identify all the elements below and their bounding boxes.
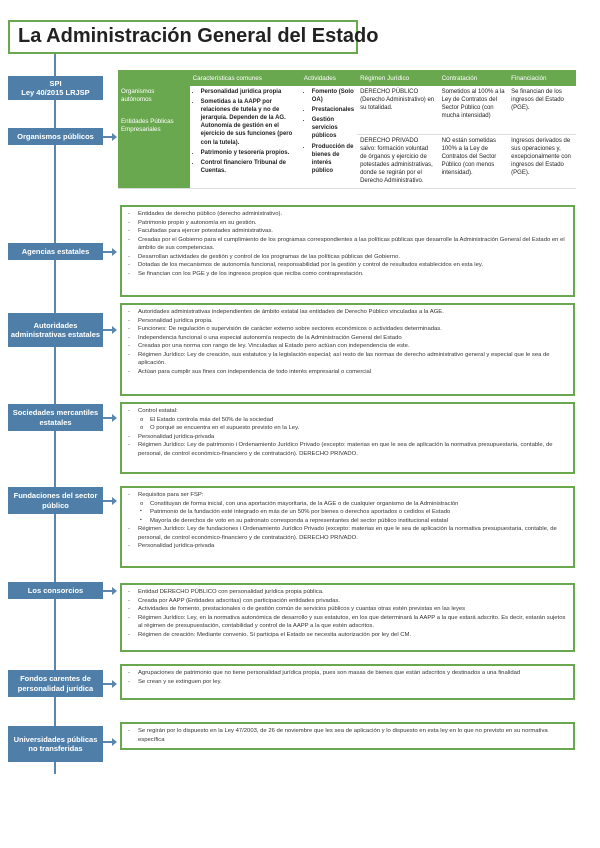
list-subitem: Patrimonio de la fundación esté integrad… <box>128 508 568 517</box>
list-item: Se crean y se extinguen por ley. <box>128 678 568 687</box>
cell-regimen-oa: DERECHO PÚBLICO (Derecho Administrativo)… <box>357 86 439 135</box>
list-item: Personalidad jurídica-privada <box>128 433 568 442</box>
header-regimen: Régimen Jurídico <box>357 70 439 86</box>
arrow-organismos <box>103 133 117 141</box>
label-agencias: Agencias estatales <box>8 243 103 260</box>
box-fundaciones: Requisitos para ser FSP: Constituyan de … <box>120 486 575 568</box>
list-item: Entidad DERECHO PÚBLICO con personalidad… <box>128 588 568 597</box>
arrow-universidades <box>103 738 117 746</box>
row-head-epe: Entidades Públicas Empresariales <box>121 118 174 134</box>
list-subitem: Constituyan de forma inicial, con una ap… <box>128 500 568 509</box>
box-consorcios: Entidad DERECHO PÚBLICO con personalidad… <box>120 583 575 652</box>
list-item: Personalidad jurídica-privada <box>128 542 568 551</box>
arrow-agencias <box>103 248 117 256</box>
list-item: Funciones: De regulación o supervisión d… <box>128 325 568 334</box>
list-item: Actúan para cumplir sus fines con indepe… <box>128 368 568 377</box>
label-consorcios: Los consorcios <box>8 582 103 599</box>
list-item: Régimen Jurídico: Ley de fundaciones i O… <box>128 525 568 542</box>
common-item: Sometidas a la AAPP por relaciones de tu… <box>201 98 298 147</box>
activity-item: Fomento (Solo OA) <box>312 88 354 104</box>
cell-contratacion-epe: NO están sometidas 100% a la Ley de Cont… <box>438 134 509 189</box>
list-item: Autoridades administrativas independient… <box>128 308 568 317</box>
list-subitem: El Estado controla más del 50% de la soc… <box>128 416 568 425</box>
label-spi: SPI Ley 40/2015 LRJSP <box>8 76 103 100</box>
common-item: Patrimonio y tesorería propios. <box>201 149 298 157</box>
list-item: Dotadas de los mecanismos de autonomía f… <box>128 261 568 270</box>
arrow-consorcios <box>103 587 117 595</box>
label-autoridades: Autoridades administrativas estatales <box>8 313 103 347</box>
list-item: Se financian con los PGE y de los ingres… <box>128 270 568 279</box>
header-contratacion: Contratación <box>438 70 509 86</box>
cell-regimen-epe: DERECHO PRIVADO salvo: formación volunta… <box>357 134 439 189</box>
list-item: Régimen Jurídico: Ley, en la normativa a… <box>128 614 568 631</box>
activity-item: Gestión servicios públicos <box>312 116 354 140</box>
list-subitem: Mayoría de derechos de voto en su patron… <box>128 517 568 526</box>
list-item: Desarrollan actividades de gestión y con… <box>128 253 568 262</box>
list-item: Actividades de fomento, prestacionales o… <box>128 605 568 614</box>
arrow-autoridades <box>103 326 117 334</box>
list-item: Independencia funcional o una especial a… <box>128 334 568 343</box>
common-item: Control financiero Tribunal de Cuentas. <box>201 159 298 175</box>
cell-common: Personalidad jurídica propia Sometidas a… <box>189 86 301 189</box>
list-item: Personalidad jurídica propia. <box>128 317 568 326</box>
list-item: Creadas por una norma con rango de ley. … <box>128 342 568 351</box>
label-sociedades: Sociedades mercantiles estatales <box>8 404 103 431</box>
box-universidades: Se regirán por lo dispuesto en la Ley 47… <box>120 722 575 750</box>
table-corner <box>118 70 190 86</box>
box-agencias: Entidades de derecho público (derecho ad… <box>120 205 575 297</box>
list-item: Entidades de derecho público (derecho ad… <box>128 210 568 219</box>
cell-financiacion-oa: Se financian de los ingresos del Estado … <box>508 86 576 135</box>
list-item: Régimen de creación: Mediante convenio. … <box>128 631 568 640</box>
row-heads: Organismos autónomos Entidades Públicas … <box>118 86 190 189</box>
page-title: La Administración General del Estado <box>8 20 378 54</box>
activity-item: Producción de bienes de interés público <box>312 143 354 175</box>
cell-contratacion-oa: Sometidos al 100% a la Ley de Contratos … <box>438 86 509 135</box>
list-item: Requisitos para ser FSP: <box>128 491 568 500</box>
list-item: Se regirán por lo dispuesto en la Ley 47… <box>128 727 568 744</box>
activity-item: Prestacionales <box>312 106 354 114</box>
list-item: Facultadas para ejercer potestades admin… <box>128 227 568 236</box>
list-item: Control estatal: <box>128 407 568 416</box>
header-caracteristicas: Características comunes <box>189 70 301 86</box>
box-fondos: Agrupaciones de patrimonio que no tiene … <box>120 664 575 700</box>
box-sociedades: Control estatal: El Estado controla más … <box>120 402 575 474</box>
list-item: Régimen Jurídico: Ley de patrimonio i Or… <box>128 441 568 458</box>
list-item: Creadas por el Gobierno para el cumplimi… <box>128 236 568 253</box>
cell-financiacion-epe: Ingresos derivados de sus operaciones y,… <box>508 134 576 189</box>
common-item: Personalidad jurídica propia <box>201 88 298 96</box>
arrow-fondos <box>103 680 117 688</box>
organismos-table: Características comunes Actividades Régi… <box>118 70 576 189</box>
arrow-sociedades <box>103 414 117 422</box>
label-fondos: Fondos carentes de personalidad jurídica <box>8 670 103 697</box>
list-subitem: O porqué se encuentra en el supuesto pre… <box>128 424 568 433</box>
cell-activities: Fomento (Solo OA) Prestacionales Gestión… <box>300 86 358 189</box>
label-organismos: Organismos públicos <box>8 128 103 145</box>
header-actividades: Actividades <box>300 70 358 86</box>
header-financiacion: Financiación <box>508 70 576 86</box>
list-item: Patrimonio propio y autonomía en su gest… <box>128 219 568 228</box>
arrow-fundaciones <box>103 497 117 505</box>
list-item: Creada por AAPP (Entidades adscritas) co… <box>128 597 568 606</box>
box-autoridades: Autoridades administrativas independient… <box>120 303 575 396</box>
label-universidades: Universidades públicas no transferidas <box>8 726 103 762</box>
label-fundaciones: Fundaciones del sector público <box>8 487 103 514</box>
list-item: Régimen Jurídico: Ley de creación, sus e… <box>128 351 568 368</box>
row-head-oa: Organismos autónomos <box>121 88 155 104</box>
list-item: Agrupaciones de patrimonio que no tiene … <box>128 669 568 678</box>
